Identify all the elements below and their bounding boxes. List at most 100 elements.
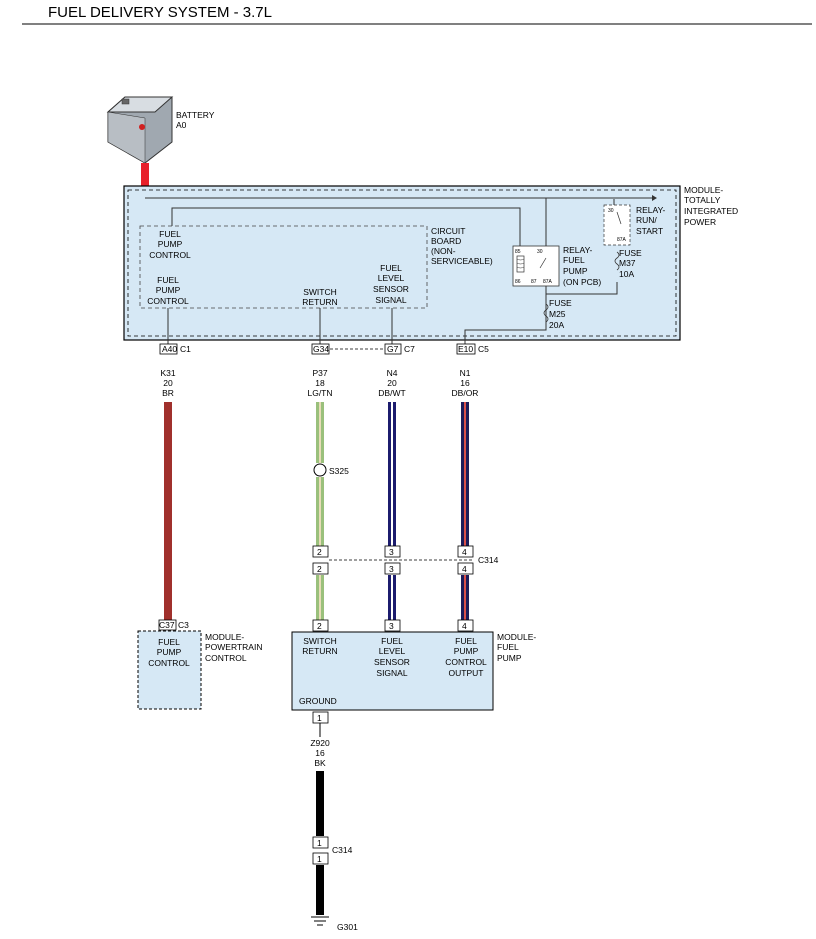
svg-text:PUMP: PUMP — [156, 285, 181, 295]
connector-c3: C37 C3 — [158, 619, 189, 631]
svg-text:4: 4 — [462, 547, 467, 557]
svg-text:LG/TN: LG/TN — [307, 388, 332, 398]
page-title: FUEL DELIVERY SYSTEM - 3.7L — [48, 4, 272, 21]
wire-z920-label: Z920 16 BK — [310, 738, 330, 768]
svg-text:DB/WT: DB/WT — [378, 388, 405, 398]
svg-text:CONTROL: CONTROL — [149, 250, 191, 260]
svg-text:K31: K31 — [160, 368, 175, 378]
tipm-switch-return-label: SWITCH RETURN — [302, 287, 337, 307]
svg-text:BR: BR — [162, 388, 174, 398]
svg-text:20: 20 — [387, 378, 397, 388]
svg-text:2: 2 — [317, 564, 322, 574]
svg-text:RUN/: RUN/ — [636, 215, 657, 225]
relay-run-start-icon: 30 87A — [603, 204, 631, 246]
svg-text:20: 20 — [163, 378, 173, 388]
svg-text:C314: C314 — [332, 845, 353, 855]
wire-p37-label: P37 18 LG/TN — [307, 368, 332, 398]
svg-text:FUSE: FUSE — [619, 248, 642, 258]
svg-text:RETURN: RETURN — [302, 297, 337, 307]
svg-text:CIRCUIT: CIRCUIT — [431, 226, 465, 236]
relay-run-start-label: RELAY- RUN/ START — [636, 205, 665, 236]
svg-text:POWERTRAIN: POWERTRAIN — [205, 642, 262, 652]
svg-text:C3: C3 — [178, 620, 189, 630]
wire-n4-label: N4 20 DB/WT — [378, 368, 405, 398]
fuse-m37-icon — [614, 251, 620, 271]
wire-k31 — [164, 402, 172, 620]
wire-z920 — [316, 771, 324, 836]
svg-text:SWITCH: SWITCH — [303, 636, 337, 646]
pcm-label: FUEL PUMP CONTROL — [148, 637, 190, 668]
fuse-m37-label: FUSE M37 10A — [619, 248, 642, 279]
svg-text:(ON PCB): (ON PCB) — [563, 277, 601, 287]
svg-text:C5: C5 — [478, 344, 489, 354]
svg-text:30: 30 — [537, 249, 543, 255]
pcm-name: MODULE- POWERTRAIN CONTROL — [205, 632, 262, 663]
battery-wire — [141, 163, 149, 187]
fuel-pump-fuel-level-label: FUEL LEVEL SENSOR SIGNAL — [374, 636, 410, 678]
svg-text:START: START — [636, 226, 663, 236]
fuel-pump-switch-return-label: SWITCH RETURN — [302, 636, 337, 656]
connector-c5: E10 C5 — [456, 343, 489, 355]
connector-c7: G7 C7 — [384, 343, 415, 355]
battery-name: BATTERY — [176, 110, 215, 120]
svg-text:87A: 87A — [543, 279, 553, 285]
ground-g301-label: G301 — [337, 922, 358, 932]
svg-text:LEVEL: LEVEL — [379, 646, 406, 656]
svg-text:FUEL: FUEL — [381, 636, 403, 646]
svg-text:RELAY-: RELAY- — [636, 205, 665, 215]
fuel-pump-control-output-label: FUEL PUMP CONTROL OUTPUT — [445, 636, 487, 678]
svg-text:SENSOR: SENSOR — [373, 284, 409, 294]
svg-text:SWITCH: SWITCH — [303, 287, 337, 297]
connector-c314-ground: 1 1 C314 — [312, 836, 353, 865]
svg-text:MODULE-: MODULE- — [684, 185, 723, 195]
wire-p37 — [316, 402, 324, 620]
svg-text:FUEL: FUEL — [380, 263, 402, 273]
svg-text:G7: G7 — [387, 344, 399, 354]
svg-text:18: 18 — [315, 378, 325, 388]
svg-text:(NON-: (NON- — [431, 246, 456, 256]
tipm-fuel-level-sensor-signal-label: FUEL LEVEL SENSOR SIGNAL — [373, 263, 409, 305]
svg-text:FUSE: FUSE — [549, 298, 572, 308]
svg-text:30: 30 — [608, 208, 614, 214]
wire-z920-lower — [316, 865, 324, 915]
svg-text:87A: 87A — [617, 237, 627, 243]
wire-n1-label: N1 16 DB/OR — [452, 368, 479, 398]
svg-text:CONTROL: CONTROL — [445, 657, 487, 667]
svg-text:CONTROL: CONTROL — [205, 653, 247, 663]
battery-icon — [106, 96, 174, 164]
svg-text:85: 85 — [515, 249, 521, 255]
svg-text:FUEL: FUEL — [159, 229, 181, 239]
svg-text:C37: C37 — [159, 620, 175, 630]
svg-text:FUEL: FUEL — [563, 255, 585, 265]
svg-text:N4: N4 — [387, 368, 398, 378]
splice-s325-icon — [313, 463, 327, 477]
svg-text:RETURN: RETURN — [302, 646, 337, 656]
connector-c314: 2 2 3 3 4 4 C314 — [312, 545, 499, 575]
svg-text:BOARD: BOARD — [431, 236, 461, 246]
svg-text:OUTPUT: OUTPUT — [449, 668, 484, 678]
svg-text:PUMP: PUMP — [157, 647, 182, 657]
svg-text:SIGNAL: SIGNAL — [375, 295, 406, 305]
svg-text:20A: 20A — [549, 320, 564, 330]
tipm-module — [123, 185, 681, 341]
svg-text:E10: E10 — [458, 344, 473, 354]
svg-text:16: 16 — [460, 378, 470, 388]
fuel-pump-connectors: 2 3 4 — [312, 619, 474, 632]
svg-text:N1: N1 — [460, 368, 471, 378]
circuit-board-outline — [139, 225, 428, 309]
svg-text:RELAY-: RELAY- — [563, 245, 592, 255]
svg-text:10A: 10A — [619, 269, 634, 279]
relay-fuel-pump-icon: 85 30 86 87 87A — [512, 245, 560, 287]
wire-n4 — [388, 402, 396, 620]
svg-text:M25: M25 — [549, 309, 566, 319]
svg-text:3: 3 — [389, 564, 394, 574]
svg-text:3: 3 — [389, 547, 394, 557]
tipm-label: MODULE- TOTALLY INTEGRATED POWER — [684, 185, 738, 227]
fuse-m25-icon — [543, 303, 549, 323]
svg-text:1: 1 — [317, 854, 322, 864]
svg-text:SENSOR: SENSOR — [374, 657, 410, 667]
svg-text:MODULE-: MODULE- — [497, 632, 536, 642]
svg-text:C7: C7 — [404, 344, 415, 354]
connector-ground-pin: 1 — [312, 711, 329, 724]
